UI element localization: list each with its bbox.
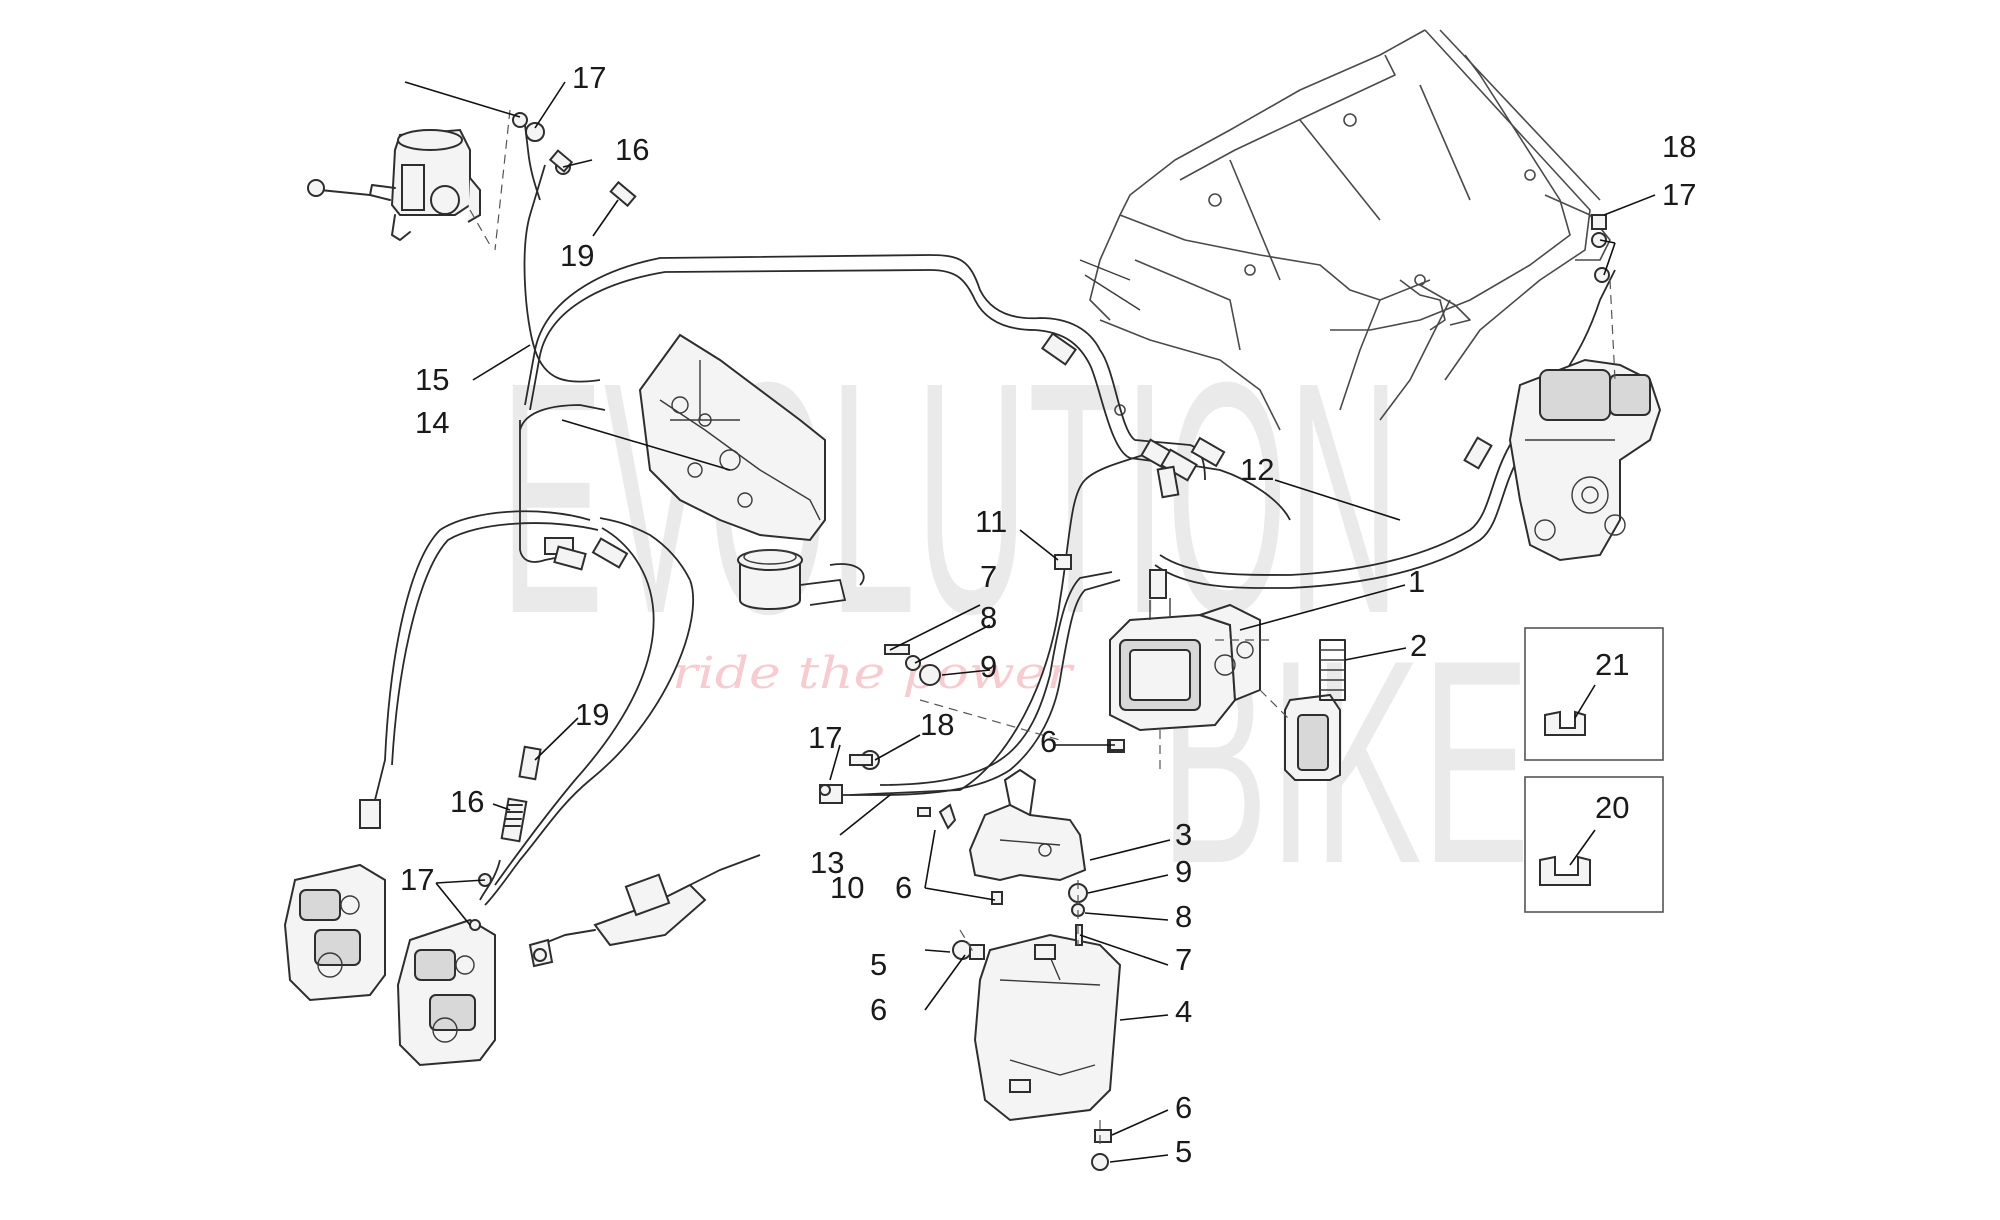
callout-21: 21 xyxy=(1595,647,1629,682)
callout-8-upper: 8 xyxy=(980,600,997,635)
abs-bracket-plate xyxy=(638,333,826,542)
callout-2: 2 xyxy=(1410,628,1427,663)
callout-10: 10 xyxy=(830,870,864,905)
callout-12: 12 xyxy=(1240,452,1274,487)
part-6-clip-bottom xyxy=(1094,1129,1112,1143)
part-8-washer-upper xyxy=(905,655,921,671)
callout-17-middle: 17 xyxy=(808,720,842,755)
callout-labels: 1 2 3 4 5 5 6 6 6 6 7 7 8 8 9 9 10 11 12… xyxy=(400,60,1696,1169)
callout-9-lower: 9 xyxy=(1175,854,1192,889)
abs-wiring-connector xyxy=(1284,639,1346,781)
brake-line-14 xyxy=(524,254,1206,481)
callout-13: 13 xyxy=(810,845,844,880)
callout-17-right: 17 xyxy=(1662,177,1696,212)
part-5-bolt-lower xyxy=(1091,1153,1109,1171)
callout-6-bottom: 6 xyxy=(1175,1090,1192,1125)
part-10-pin xyxy=(917,807,931,817)
small-hardware xyxy=(819,554,1291,1171)
brake-line-15 xyxy=(523,164,601,383)
callout-8-lower: 8 xyxy=(1175,899,1192,934)
callout-1: 1 xyxy=(1408,564,1425,599)
callout-5-lower: 5 xyxy=(1175,1134,1192,1169)
rear-brake-master-cylinder xyxy=(528,854,761,968)
abs-modulator-unit xyxy=(1109,598,1261,732)
part-7-bolt-upper xyxy=(884,644,910,655)
leader-lines xyxy=(404,81,1656,1163)
callout-16-left: 16 xyxy=(450,784,484,819)
callout-19-left: 19 xyxy=(575,697,609,732)
callout-20: 20 xyxy=(1595,790,1629,825)
callout-18-right: 18 xyxy=(1662,129,1696,164)
callout-6-top: 6 xyxy=(1040,724,1057,759)
part-6-clip-middle xyxy=(969,944,985,960)
callout-4: 4 xyxy=(1175,994,1192,1029)
callout-6-lower: 6 xyxy=(870,992,887,1027)
brake-line-13 xyxy=(830,579,1121,796)
left-fittings xyxy=(469,745,542,931)
callout-17-left: 17 xyxy=(400,862,434,897)
front-brake-caliper-right xyxy=(396,918,496,1067)
callout-7-upper: 7 xyxy=(980,559,997,594)
callout-14: 14 xyxy=(415,405,449,440)
part-9-grommet-upper xyxy=(919,664,941,686)
callout-11: 11 xyxy=(975,504,1007,539)
callout-6-middle: 6 xyxy=(895,870,912,905)
front-brake-caliper-left xyxy=(283,863,386,1002)
rear-brake-caliper xyxy=(1508,214,1662,562)
callout-3: 3 xyxy=(1175,817,1192,852)
abs-bottom-tray xyxy=(973,933,1122,1122)
part-11-fitting xyxy=(1054,554,1072,570)
rear-brake-reservoir xyxy=(737,549,865,610)
front-brake-master-cylinder xyxy=(307,128,491,246)
callout-17-top: 17 xyxy=(572,60,606,95)
callout-19-top: 19 xyxy=(560,238,594,273)
detail-box-21 xyxy=(1524,627,1664,761)
top-fittings xyxy=(494,109,637,251)
motorcycle-frame xyxy=(1079,29,1611,431)
callout-7-lower: 7 xyxy=(1175,942,1192,977)
brake-lines xyxy=(359,164,1616,906)
watermark-tagline: ride the power xyxy=(672,648,1076,699)
callout-5-upper: 5 xyxy=(870,947,887,982)
callout-9-upper: 9 xyxy=(980,649,997,684)
callout-15: 15 xyxy=(415,362,449,397)
callout-16-top: 16 xyxy=(615,132,649,167)
detail-box-20 xyxy=(1524,776,1664,913)
callout-18-middle: 18 xyxy=(920,707,954,742)
